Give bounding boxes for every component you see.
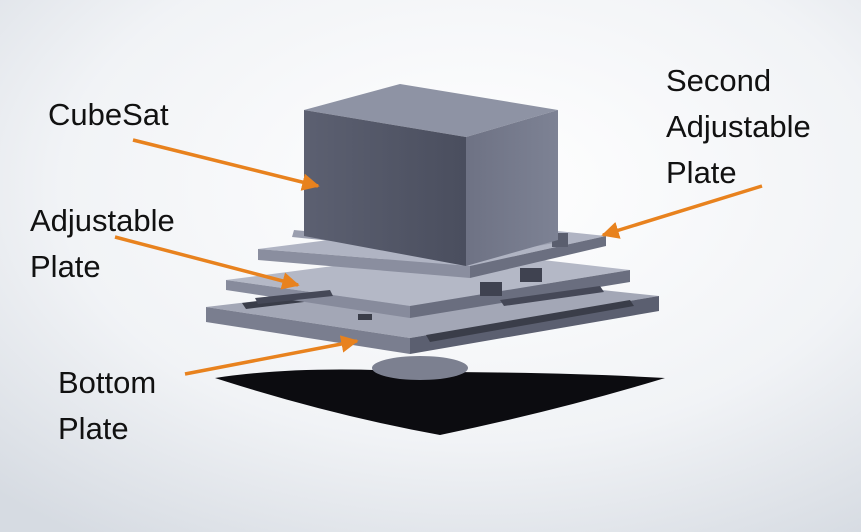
arrow-second-adjustable-plate xyxy=(601,184,763,239)
assembly-shadow xyxy=(215,369,665,435)
arrow-cubesat xyxy=(132,138,320,191)
label-second-adjustable-plate: Second Adjustable Plate xyxy=(666,63,811,190)
label-cubesat: CubeSat xyxy=(48,97,169,132)
arrow-bottom-plate xyxy=(184,335,359,376)
arrow-adjustable-plate xyxy=(114,235,300,290)
label-adjustable-plate: Adjustable Plate xyxy=(30,203,175,284)
label-bottom-plate: Bottom Plate xyxy=(58,365,157,446)
cubesat-body xyxy=(304,84,558,266)
